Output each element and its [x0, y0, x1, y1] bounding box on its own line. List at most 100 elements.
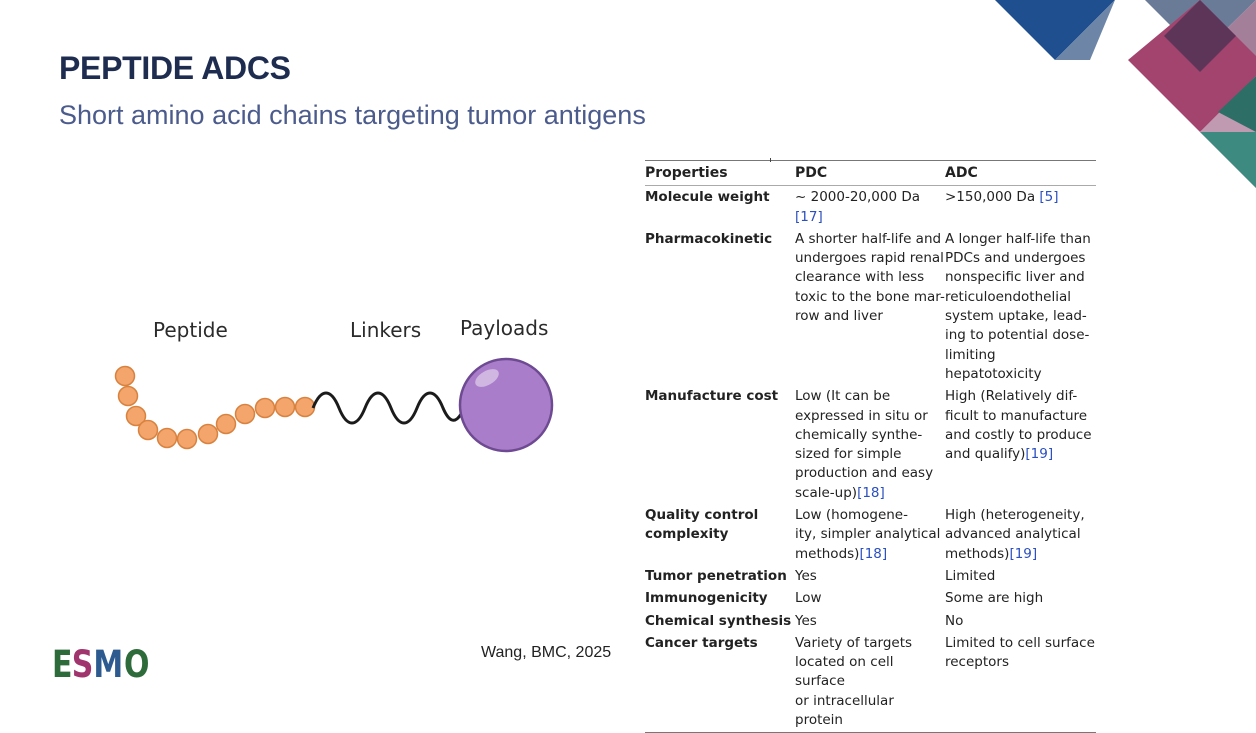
cell-adc: >150,000 Da [5] — [945, 186, 1096, 228]
peptide-bead — [117, 385, 139, 407]
property-label: Quality control — [645, 507, 759, 524]
table-tick-mark — [770, 158, 771, 162]
property-label: complexity — [645, 526, 729, 543]
reference-link[interactable]: [18] — [859, 545, 888, 562]
peptide-bead — [215, 413, 237, 435]
cell-text: undergoes rapid renal — [795, 250, 944, 267]
cell-pdc: Yes — [795, 565, 945, 587]
cell-text: Low — [795, 590, 822, 607]
cell-adc: Some are high — [945, 587, 1096, 609]
property-label: Molecule weight — [645, 189, 770, 206]
peptide-bead — [254, 397, 276, 419]
cell-text: and costly to produce — [945, 426, 1092, 443]
cell-text: methods) — [945, 545, 1010, 562]
cell-text: PDCs and undergoes — [945, 250, 1086, 267]
cell-adc: High (Relatively dif-ficult to manufactu… — [945, 385, 1096, 504]
reference-link[interactable]: [19] — [1025, 446, 1054, 463]
linker-wave — [311, 391, 463, 425]
logo-letter: E — [52, 643, 73, 686]
reference-link[interactable]: [17] — [795, 208, 823, 225]
cell-text: A shorter half-life and — [795, 230, 942, 247]
table-row: Quality control complexity Low (homogene-i… — [645, 504, 1096, 565]
property-label: Tumor penetration — [645, 567, 787, 584]
property-label: Cancer targets — [645, 634, 758, 651]
cell-text: ing to potential dose- — [945, 327, 1090, 344]
property-label: Manufacture cost — [645, 388, 779, 405]
peptide-bead — [125, 405, 147, 427]
reference-link[interactable]: [19] — [1009, 545, 1038, 562]
property-label: Immunogenicity — [645, 590, 768, 607]
table-row: Immunogenicity Low Some are high — [645, 587, 1096, 609]
table-row: Molecule weight~ 2000-20,000 Da [17]>150… — [645, 186, 1096, 228]
cell-property: Pharmacokinetic — [645, 228, 795, 385]
logo-letter: M — [93, 643, 123, 686]
cell-property: Manufacture cost — [645, 385, 795, 504]
citation: Wang, BMC, 2025 — [481, 644, 612, 661]
cell-text: Yes — [795, 567, 817, 584]
cell-text: methods) — [795, 545, 860, 562]
diagram-label-linkers: Linkers — [350, 318, 421, 342]
property-label: Chemical synthesis — [645, 612, 792, 629]
cell-text: limiting hepatotoxicity — [945, 346, 1042, 382]
table-header-row: Properties PDC ADC — [645, 160, 1096, 187]
cell-text: A longer half-life than — [945, 230, 1091, 247]
diagram-label-peptide: Peptide — [153, 318, 228, 342]
slide-subtitle: Short amino acid chains targeting tumor … — [59, 100, 646, 130]
esmo-logo: ESMO — [52, 646, 160, 683]
peptide-bead — [234, 403, 256, 425]
cell-text: ity, simpler analytical — [795, 526, 941, 543]
peptide-bead — [294, 396, 316, 418]
cell-text: Variety of targets — [795, 634, 913, 651]
header-pdc: PDC — [795, 160, 945, 187]
table-body: Molecule weight~ 2000-20,000 Da [17]>150… — [645, 186, 1096, 733]
cell-text: No — [945, 612, 964, 629]
slide-title: PEPTIDE ADCS — [59, 50, 291, 86]
cell-text: Low (It can be — [795, 388, 891, 405]
reference-link[interactable]: [5] — [1039, 189, 1059, 206]
logo-letter: S — [72, 643, 94, 686]
cell-adc: Limited — [945, 565, 1096, 587]
peptide-adc-diagram: Peptide Linkers Payloads — [114, 316, 554, 453]
cell-text: reticuloendothelial — [945, 288, 1071, 305]
cell-text: production and easy — [795, 465, 934, 482]
cell-text: Limited — [945, 567, 996, 584]
peptide-bead — [274, 396, 296, 418]
cell-property: Cancer targets — [645, 632, 795, 733]
cell-property: Immunogenicity — [645, 587, 795, 609]
cell-text: Low (homogene- — [795, 507, 908, 524]
cell-text: row and liver — [795, 308, 883, 325]
cell-pdc: Low (homogene-ity, simpler analytical met… — [795, 504, 945, 565]
logo-letter: O — [123, 643, 150, 686]
cell-text: Limited to cell surface — [945, 634, 1095, 651]
cell-text: nonspecific liver and — [945, 269, 1085, 286]
cell-pdc: ~ 2000-20,000 Da [17] — [795, 186, 945, 228]
cell-text: sized for simple — [795, 446, 902, 463]
cell-text: clearance with less — [795, 269, 925, 286]
peptide-bead-chain — [114, 365, 316, 450]
cell-property: Tumor penetration — [645, 565, 795, 587]
cell-text: Some are high — [945, 590, 1044, 607]
cell-text: chemically synthe- — [795, 426, 923, 443]
peptide-bead — [156, 427, 178, 449]
cell-text: High (Relatively dif- — [945, 388, 1078, 405]
cell-text: scale-up) — [795, 484, 858, 501]
cell-pdc: A shorter half-life and undergoes rapid r… — [795, 228, 945, 385]
cell-text: ~ 2000-20,000 Da — [795, 189, 921, 206]
peptide-bead — [114, 365, 136, 387]
cell-text: >150,000 Da — [945, 189, 1040, 206]
cell-text: Yes — [795, 612, 817, 629]
reference-link[interactable]: [18] — [857, 484, 885, 501]
cell-text: High (heterogeneity, — [945, 507, 1085, 524]
peptide-bead — [176, 428, 198, 450]
table-row: Tumor penetration Yes Limited — [645, 565, 1096, 587]
cell-adc: Limited to cell surface receptors — [945, 632, 1096, 733]
cell-text: receptors — [945, 654, 1009, 671]
